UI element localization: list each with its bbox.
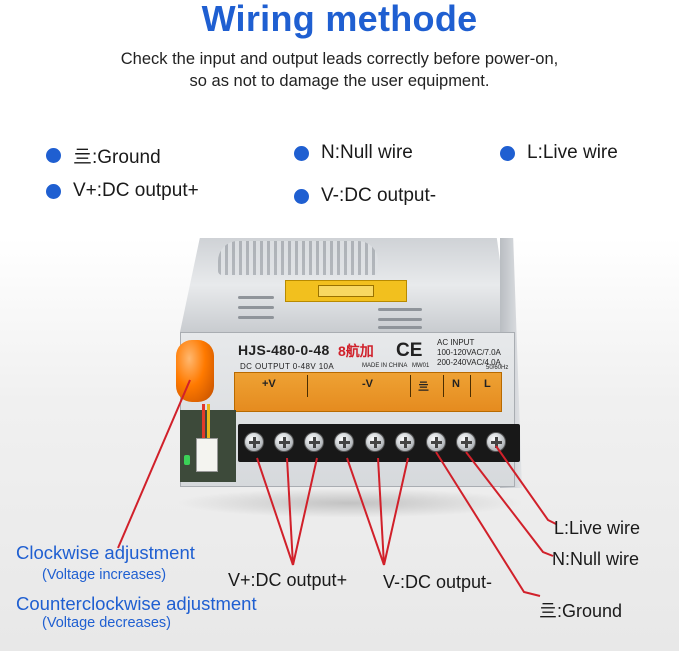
terminal-screw-live[interactable] <box>486 432 506 452</box>
terminal-label-vminus: -V <box>362 378 373 390</box>
terminal-cover <box>234 372 502 412</box>
callout-line-vminus-2 <box>377 457 385 566</box>
bullet-dot-icon <box>294 188 309 204</box>
fan-grill <box>218 241 378 275</box>
callout-live: L:Live wire <box>554 518 641 538</box>
terminal-label-null: N <box>452 378 460 390</box>
terminal-screw-vminus-1[interactable] <box>334 432 354 452</box>
terminal-label-vplus: +V <box>262 378 276 390</box>
vent-slot <box>378 308 422 311</box>
ce-mark: CE <box>396 340 423 361</box>
callout-null: N:Null wire <box>552 549 640 569</box>
internal-wire-red <box>202 404 205 440</box>
clockwise-title: Clockwise adjustment <box>16 542 195 563</box>
page-title: Wiring methode <box>201 0 478 39</box>
cover-divider <box>410 375 411 397</box>
ac-input-spec: AC INPUT 100-120VAC/7.0A 200-240VAC/4.0A <box>437 338 501 368</box>
callout-ground: 亖:Ground <box>539 601 623 621</box>
ac-input-range-2: 200-240VAC/4.0A <box>437 358 501 367</box>
dc-output-spec: DC OUTPUT 0-48V 10A <box>240 362 335 371</box>
callout-line-vminus-1 <box>346 457 385 566</box>
warning-label-inner <box>318 285 374 297</box>
made-in-label: MADE IN CHINA <box>362 363 408 369</box>
ac-input-title: AC INPUT <box>437 338 475 347</box>
legend-item-null: N:Null wire <box>294 142 413 164</box>
vent-slot <box>238 306 274 309</box>
terminal-screw-ground[interactable] <box>426 432 446 452</box>
internal-wire-yellow <box>207 404 210 440</box>
callout-line-ground <box>435 451 541 597</box>
cover-divider <box>443 375 444 397</box>
bullet-dot-icon <box>46 148 61 163</box>
legend-label: N:Null wire <box>321 142 413 163</box>
terminal-label-live: L <box>484 378 491 390</box>
legend-label: L:Live wire <box>527 142 618 163</box>
callout-line-vminus-3 <box>383 457 409 566</box>
terminal-screw-null[interactable] <box>456 432 476 452</box>
wire-connector <box>196 438 218 472</box>
cover-divider <box>470 375 471 397</box>
clockwise-note: (Voltage increases) <box>42 567 167 583</box>
brand-logo: 8航加 <box>338 343 374 359</box>
callout-vplus: V+:DC output+ <box>228 570 348 590</box>
vent-slot <box>378 326 422 329</box>
terminal-screw-vplus-1[interactable] <box>244 432 264 452</box>
legend-label: V+:DC output+ <box>73 180 199 201</box>
intro-line-2: so as not to damage the user equipment. <box>189 72 490 90</box>
bullet-dot-icon <box>46 183 61 199</box>
legend-label: 亖:Ground <box>73 147 161 168</box>
voltage-adjust-knob[interactable] <box>176 340 214 402</box>
vent-slot <box>238 316 274 319</box>
device-shadow <box>175 488 525 518</box>
terminal-screw-vplus-3[interactable] <box>304 432 324 452</box>
ac-input-range-1: 100-120VAC/7.0A <box>437 348 501 357</box>
terminal-label-ground: 亖 <box>418 381 429 393</box>
callout-line-vplus-3 <box>292 457 318 566</box>
model-number: HJS-480-0-48 <box>238 342 330 358</box>
mw-code: MW01 <box>412 363 430 369</box>
vent-slot <box>378 318 422 321</box>
callout-line-null <box>465 451 554 557</box>
power-led-icon <box>184 455 190 465</box>
counterclockwise-note: (Voltage decreases) <box>42 615 171 631</box>
legend-item-vplus: V+:DC output+ <box>46 180 199 202</box>
bullet-dot-icon <box>500 145 515 161</box>
terminal-screw-vminus-2[interactable] <box>365 432 385 452</box>
legend-item-live: L:Live wire <box>500 142 618 164</box>
legend-label: V-:DC output- <box>321 185 437 206</box>
terminal-screw-vplus-2[interactable] <box>274 432 294 452</box>
terminal-screw-vminus-3[interactable] <box>395 432 415 452</box>
counterclockwise-title: Counterclockwise adjustment <box>16 593 257 614</box>
bullet-dot-icon <box>294 145 309 161</box>
legend-item-ground: 亖:Ground <box>46 142 161 169</box>
frequency-label: 50/60Hz <box>486 365 509 371</box>
vent-slot <box>238 296 274 299</box>
callout-line-live <box>495 445 557 525</box>
callout-line-knob <box>117 379 191 549</box>
cover-divider <box>307 375 308 397</box>
callout-vminus: V-:DC output- <box>383 572 493 592</box>
callout-line-vplus-1 <box>256 457 294 566</box>
intro-line-1: Check the input and output leads correct… <box>120 50 559 68</box>
legend-item-vminus: V-:DC output- <box>294 185 436 207</box>
callout-line-vplus-2 <box>286 457 294 566</box>
